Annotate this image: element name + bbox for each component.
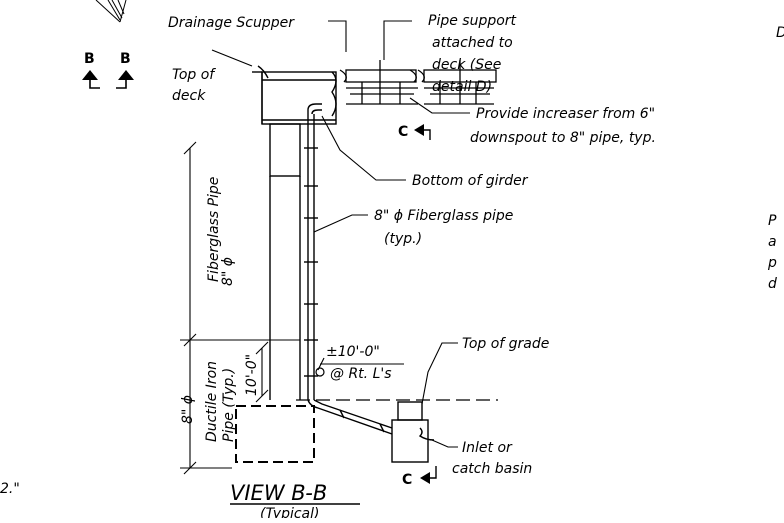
view-title: VIEW B-B (230, 481, 327, 505)
dimension-lines (180, 141, 404, 475)
inlet-label-line1: Inlet or (462, 440, 513, 456)
downspout-pipe (304, 103, 322, 400)
dim-upper-material: Fiberglass Pipe (206, 177, 222, 282)
section-c-bottom-marker (420, 466, 437, 484)
edge-fragment-d: D (776, 25, 784, 41)
pipe-support-label-line3: deck (See (432, 57, 501, 73)
top-of-deck-label-line1: Top of (172, 67, 216, 83)
inlet-label-line2: catch basin (452, 461, 532, 477)
dim-lower-material-line1: Ductile Iron (204, 361, 220, 442)
increaser-note-line1: Provide increaser from 6" (476, 106, 655, 122)
edge-fragment-a: a (768, 234, 777, 250)
footing-outline (235, 405, 315, 463)
edge-fragment-p: P (768, 213, 777, 229)
section-b-right-label: B (120, 51, 131, 67)
fiberglass-pipe-label-line2: (typ.) (384, 231, 422, 247)
pipe-support-label-line2: attached to (432, 35, 513, 51)
spacing-label-line1: ±10'-0" (326, 344, 380, 360)
edge-fragment-note: 2." (0, 481, 20, 497)
section-c-top-label: C (398, 124, 408, 140)
increaser-note-line2: downspout to 8" pipe, typ. (470, 130, 656, 146)
section-b-markers (82, 70, 134, 89)
section-c-bottom-label: C (402, 472, 412, 488)
edge-fragment-d2: d (768, 276, 777, 292)
dim-lower-material-line2: Pipe (Typ.) (221, 368, 237, 442)
view-subtitle: (Typical) (260, 506, 320, 518)
dim-lower-diameter: 8" ϕ (180, 395, 196, 424)
rt-angle-marker (315, 367, 325, 377)
pipe-support-label-line4: detail D) (432, 79, 492, 95)
catch-basin (391, 401, 435, 463)
bottom-of-girder-label: Bottom of girder (412, 173, 529, 189)
dim-lower-length: 10'-0" (244, 354, 260, 396)
hatch-fragment (95, 0, 127, 23)
edge-fragment-p2: p (767, 255, 777, 271)
pipe-support-label-line1: Pipe support (428, 13, 517, 29)
inlet-pipe (307, 399, 393, 435)
top-of-grade-label: Top of grade (462, 336, 549, 352)
pipe-support-details (339, 60, 497, 105)
deck-slab (252, 65, 337, 125)
drainage-scupper-label: Drainage Scupper (168, 15, 295, 31)
leader-lines (211, 20, 470, 448)
top-of-deck-label-line2: deck (172, 88, 206, 104)
fiberglass-pipe-label-line1: 8" ϕ Fiberglass pipe (374, 208, 513, 224)
section-c-top-marker (414, 124, 431, 140)
spacing-label-line2: @ Rt. L's (330, 366, 392, 382)
dim-upper-diameter: 8" ϕ (220, 257, 236, 286)
pier-column (269, 123, 301, 400)
section-b-left-label: B (84, 51, 95, 67)
